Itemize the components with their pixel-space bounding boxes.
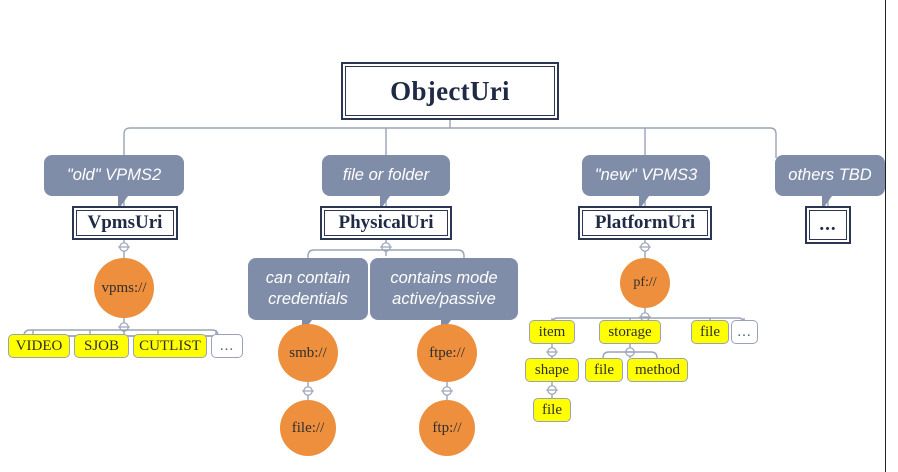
note-old-vpms2[interactable]: "old" VPMS2: [44, 155, 184, 196]
note-can-contain-credentials-line-1: credentials: [268, 290, 348, 308]
note-can-contain-credentials[interactable]: can contain credentials: [248, 258, 368, 320]
tag-cutlist[interactable]: CUTLIST: [133, 334, 207, 358]
note-others-tbd[interactable]: others TBD: [775, 155, 885, 196]
class-platformuri[interactable]: PlatformUri: [578, 206, 712, 240]
note-contains-mode[interactable]: contains mode active/passive: [370, 258, 518, 320]
tag-sjob[interactable]: SJOB: [74, 334, 129, 358]
note-new-vpms3[interactable]: "new" VPMS3: [582, 155, 710, 196]
tag-shape[interactable]: shape: [525, 358, 579, 382]
tag-storage-label: storage: [608, 323, 652, 340]
scheme-file[interactable]: file://: [280, 400, 336, 456]
class-physicaluri-label: PhysicalUri: [338, 212, 434, 233]
scheme-ftpe[interactable]: ftpe://: [417, 324, 477, 382]
tag-vpms-more[interactable]: ...: [211, 334, 243, 358]
class-others-placeholder[interactable]: ...: [805, 206, 851, 244]
note-old-vpms2-line-0: "old" VPMS2: [66, 166, 162, 185]
tag-video[interactable]: VIDEO: [8, 334, 70, 358]
tag-platform-more[interactable]: ...: [731, 320, 758, 344]
note-new-vpms3-line-0: "new" VPMS3: [594, 166, 698, 185]
note-contains-mode-line-0: contains mode: [390, 269, 498, 288]
class-objecturi[interactable]: ObjectUri: [341, 62, 559, 120]
note-contains-mode-line-1: active/passive: [392, 290, 496, 308]
scheme-ftp[interactable]: ftp://: [419, 400, 475, 456]
tag-file-level3-label: file: [542, 401, 562, 418]
note-file-or-folder-line-0: file or folder: [342, 166, 430, 185]
class-vpmsuri[interactable]: VpmsUri: [72, 206, 178, 240]
tag-file-level2-label: file: [594, 361, 614, 378]
tag-vpms-more-label: ...: [219, 337, 235, 354]
tag-file-level1[interactable]: file: [691, 320, 729, 344]
tag-platform-more-label: ...: [737, 323, 752, 340]
tag-method-label: method: [635, 361, 680, 378]
scheme-vpms[interactable]: vpms://: [94, 258, 154, 318]
scheme-ftp-label: ftp://: [432, 419, 462, 436]
tag-file-level1-label: file: [700, 323, 720, 340]
scheme-pf[interactable]: pf://: [620, 258, 670, 308]
note-file-or-folder[interactable]: file or folder: [322, 155, 450, 196]
tag-storage[interactable]: storage: [599, 320, 661, 344]
scheme-ftpe-label: ftpe://: [429, 344, 465, 361]
tag-shape-label: shape: [534, 361, 570, 378]
tag-sjob-label: SJOB: [83, 337, 120, 354]
scheme-file-label: file://: [291, 419, 325, 436]
page-edge-rule: [885, 0, 886, 472]
scheme-smb[interactable]: smb://: [278, 324, 338, 382]
class-objecturi-label: ObjectUri: [390, 75, 510, 106]
tag-method[interactable]: method: [627, 358, 688, 382]
class-platformuri-label: PlatformUri: [594, 212, 696, 233]
tag-file-level2[interactable]: file: [585, 358, 623, 382]
class-physicaluri[interactable]: PhysicalUri: [320, 206, 452, 240]
tag-video-label: VIDEO: [15, 337, 63, 354]
scheme-vpms-label: vpms://: [101, 279, 147, 296]
tag-item-label: item: [538, 323, 566, 340]
note-can-contain-credentials-line-0: can contain: [265, 269, 351, 288]
note-others-tbd-line-0: others TBD: [788, 166, 872, 185]
tag-cutlist-label: CUTLIST: [139, 337, 201, 354]
scheme-smb-label: smb://: [289, 344, 327, 361]
tag-file-level3[interactable]: file: [533, 398, 571, 422]
scheme-pf-label: pf://: [633, 275, 657, 290]
class-others-placeholder-label: ...: [819, 214, 837, 235]
class-vpmsuri-label: VpmsUri: [87, 212, 163, 233]
tag-item[interactable]: item: [529, 320, 575, 344]
